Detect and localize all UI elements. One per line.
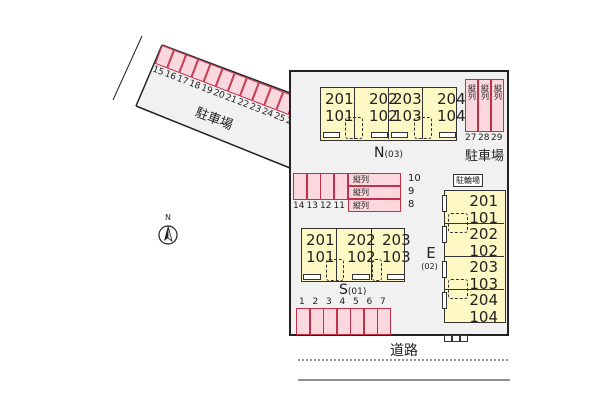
entrance: [442, 292, 447, 309]
stall-number: 28: [478, 133, 490, 143]
tandem-label: 縦列: [480, 84, 490, 100]
parking-stall: [336, 308, 351, 335]
entrance: [323, 132, 340, 138]
stall-number: 2: [312, 297, 319, 307]
unit-number-lower: 102: [469, 242, 498, 260]
bike-racks: [444, 327, 468, 346]
stall-number: 12: [320, 201, 332, 211]
stairs: [372, 259, 382, 281]
entrance: [371, 132, 388, 138]
entrance: [442, 261, 447, 278]
right-parking-label: 駐車場: [465, 149, 505, 164]
stall-number: 4: [339, 297, 346, 307]
lot-edge: [135, 105, 291, 169]
compass-icon: [158, 225, 178, 245]
compass-label: N: [165, 213, 171, 222]
road-edge-line: [112, 35, 143, 101]
road-label: 道路: [390, 343, 418, 359]
building-north-label: N(03): [374, 145, 403, 161]
parking-stall: 縦列: [465, 79, 478, 132]
stall-number: 13: [306, 201, 318, 211]
stall-number: 1: [299, 297, 305, 307]
stairs: [345, 117, 363, 139]
unit-number-upper: 203: [469, 258, 498, 276]
tandem-label: 縦列: [467, 84, 477, 100]
tandem-stall: 縦列: [348, 186, 401, 199]
stairs: [414, 117, 432, 139]
parking-stall: 縦列: [491, 79, 504, 132]
unit-number-upper: 201: [306, 231, 335, 249]
unit-number-lower: 103: [382, 248, 411, 266]
unit-number-lower: 101: [325, 107, 354, 125]
parking-stall: [323, 308, 337, 335]
unit-number-upper: 204: [469, 291, 498, 309]
stall-number: 7: [380, 297, 386, 307]
parking-stall: [333, 173, 348, 200]
unit-number-lower: 101: [469, 209, 498, 227]
unit-number-upper: 202: [469, 225, 498, 243]
entrance: [303, 274, 321, 280]
slanted-lot: [136, 45, 290, 168]
tandem-label: 縦列: [493, 84, 503, 100]
unit-number-upper: 203: [393, 90, 422, 108]
tandem-stall: 縦列: [348, 199, 401, 212]
stall-number: 27: [465, 133, 477, 143]
tandem-stall: 縦列: [348, 173, 401, 186]
building-east-label: E(02): [421, 244, 438, 271]
unit-number-lower: 102: [347, 248, 376, 266]
entrance: [439, 132, 456, 138]
parking-stall: [377, 308, 391, 335]
stall-number: 29: [491, 133, 503, 143]
unit-number-upper: 201: [325, 90, 354, 108]
unit-number-lower: 104: [437, 107, 466, 125]
stall-number: 14: [293, 201, 305, 211]
parking-stall: [309, 308, 324, 335]
stairs: [448, 213, 468, 233]
building-south-label: S(01): [339, 282, 367, 298]
entrance: [442, 226, 447, 243]
parking-stall: [320, 173, 334, 200]
stall-number: 8: [408, 199, 415, 210]
stall-number: 10: [408, 173, 421, 184]
parking-stall: [306, 173, 321, 200]
unit-number-upper: 203: [382, 231, 411, 249]
unit-number-upper: 204: [437, 90, 466, 108]
entrance: [391, 132, 408, 138]
parking-stall: [350, 308, 364, 335]
parking-stall: [363, 308, 378, 335]
bike-parking-label: 駐輪場: [453, 174, 483, 187]
stall-number: 9: [408, 186, 415, 197]
unit-number-lower: 104: [469, 308, 498, 326]
stall-number: 5: [353, 297, 359, 307]
stall-number: 6: [366, 297, 373, 307]
parking-stall: 縦列: [478, 79, 491, 132]
unit-number-upper: 201: [469, 192, 498, 210]
stairs: [448, 279, 468, 299]
unit-number-lower: 103: [469, 275, 498, 293]
stairs: [326, 259, 344, 281]
unit-number-upper: 202: [369, 90, 398, 108]
unit-number-lower: 102: [369, 107, 398, 125]
stall-number: 11: [333, 201, 345, 211]
entrance: [387, 274, 405, 280]
parking-stall: [296, 308, 310, 335]
entrance: [442, 195, 447, 212]
parking-stall: [293, 173, 307, 200]
entrance: [352, 274, 370, 280]
stall-number: 3: [326, 297, 332, 307]
unit-number-upper: 202: [347, 231, 376, 249]
